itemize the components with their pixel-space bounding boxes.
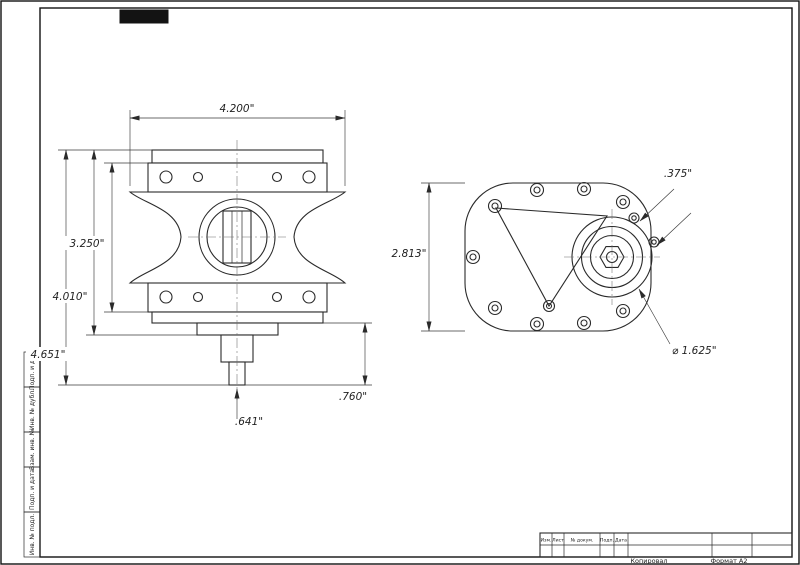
- bolt-hole: [580, 185, 588, 193]
- title-block: Изм. Лист № докум. Подп. Дата Копировал …: [539, 532, 793, 565]
- dim-body-height-label: 4.010": [53, 291, 88, 303]
- bolt-hole: [542, 299, 556, 313]
- cover-triangle: [495, 207, 608, 308]
- bolt-hole: [491, 202, 499, 210]
- bolt-hole: [491, 304, 499, 312]
- dim-overall-height-label: 4.651": [31, 349, 66, 361]
- bolt-hole: [580, 319, 588, 327]
- strip-label: Инв. № подл.: [29, 514, 36, 555]
- bolt-hole: [159, 290, 173, 304]
- bolt-hole: [469, 253, 477, 261]
- strip-label: Взам. инв. №: [29, 429, 36, 470]
- bolt-hole: [302, 170, 316, 184]
- dim-flange-height-label: 3.250": [70, 238, 105, 250]
- footer-copied-label: Копировал: [630, 557, 667, 565]
- bolt-hole: [576, 181, 592, 197]
- side-view-dimensions: 4.200" 3.250" 4.010" 4.651" .: [26, 103, 372, 428]
- bolt-hole: [619, 307, 627, 315]
- leader-line: [656, 212, 692, 246]
- strip-label: Инв. № дубл.: [29, 389, 36, 430]
- side-view: 4.200" 3.250" 4.010" 4.651" .: [26, 103, 372, 428]
- drawing-frame: [39, 7, 793, 558]
- bolt-hole: [487, 198, 503, 214]
- bolt-hole: [465, 249, 481, 265]
- dim-boss-diameter-label: ⌀ 1.625": [672, 345, 717, 357]
- strip-label: Подп. и дата: [29, 469, 36, 510]
- dim-shaft-length-label: .760": [339, 391, 367, 403]
- label-backing: [65, 236, 109, 250]
- front-view: 2.813" .375" ⌀ 1.625": [392, 168, 717, 357]
- bolt-hole: [631, 215, 637, 221]
- strip-label: Подп. и дата: [29, 349, 36, 390]
- bottom-cover-plate: [151, 311, 324, 324]
- dim-bolt-spacing-label: .375": [664, 168, 692, 180]
- bolt-hole: [487, 300, 503, 316]
- shaft-step-block: [196, 322, 279, 336]
- leader-line: [638, 288, 671, 345]
- bolt-hole: [192, 291, 204, 303]
- left-margin-strips: Подп. и дата Инв. № дубл. Взам. инв. № П…: [23, 349, 41, 558]
- leader-line: [639, 188, 675, 222]
- bolt-hole: [529, 182, 545, 198]
- footer-format-label: Формат А2: [710, 557, 747, 565]
- bolt-hole: [271, 291, 283, 303]
- bolt-hole: [576, 315, 592, 331]
- bolt-hole: [651, 239, 657, 245]
- stamp-label-list: Лист: [552, 538, 564, 544]
- stamp-label-date: Дата: [615, 538, 627, 544]
- bolt-hole: [615, 194, 631, 210]
- label-backing: [26, 347, 70, 361]
- stamp-label-izm: Изм.: [541, 538, 552, 544]
- bolt-hole: [302, 290, 316, 304]
- bolt-hole: [533, 186, 541, 194]
- bolt-hole: [271, 171, 283, 183]
- stamp-designation-box: [119, 9, 169, 24]
- dim-face-height-label: 2.813": [392, 248, 427, 260]
- bolt-hole: [545, 302, 553, 310]
- front-view-dimensions: 2.813" .375" ⌀ 1.625": [392, 168, 717, 357]
- bolt-hole: [529, 316, 545, 332]
- bolt-hole: [159, 170, 173, 184]
- stamp-label-doc: № докум.: [571, 538, 594, 544]
- inlet-boss: [564, 209, 660, 305]
- top-cover-plate: [151, 149, 324, 164]
- bolt-hole: [615, 303, 631, 319]
- bolt-hole: [192, 171, 204, 183]
- dim-width-label: 4.200": [220, 103, 255, 115]
- bottom-flange: [147, 282, 328, 313]
- top-flange: [147, 162, 328, 193]
- bolt-hole: [619, 198, 627, 206]
- strip-box: [23, 511, 41, 558]
- bolt-hole: [533, 320, 541, 328]
- label-backing: [48, 289, 92, 303]
- dim-shaft-tip-label: .641": [235, 416, 263, 428]
- stamp-label-podp: Подп.: [600, 538, 614, 544]
